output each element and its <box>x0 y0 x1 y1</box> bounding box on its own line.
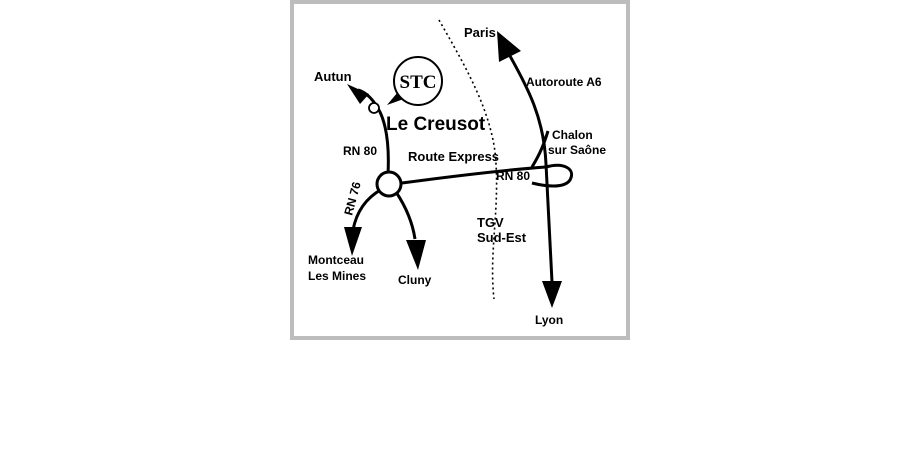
route-express-road <box>401 165 547 185</box>
chalon-label-line1: Chalon <box>552 128 593 142</box>
stc-logo: STC <box>387 56 443 106</box>
lyon-label: Lyon <box>535 313 563 327</box>
autoroute-a6-road <box>504 48 554 283</box>
chalon-connector <box>530 130 550 168</box>
logo-text: STC <box>400 72 437 93</box>
town-marker <box>368 102 380 114</box>
cluny-road <box>394 191 417 240</box>
interchange-loop <box>531 163 573 188</box>
roundabout <box>375 170 403 198</box>
paris-label: Paris <box>464 25 496 40</box>
autun-label: Autun <box>314 69 352 84</box>
route-map: STC Autun Le Creusot Paris Autoroute A6 … <box>308 19 606 327</box>
town-label: Le Creusot <box>386 114 486 135</box>
lyon-arrow <box>542 281 562 308</box>
paris-arrow <box>497 31 521 62</box>
montceau-arrow <box>344 227 362 256</box>
tgv-label-line1: TGV <box>477 215 504 230</box>
cluny-label: Cluny <box>398 273 432 287</box>
map-frame: STC Autun Le Creusot Paris Autoroute A6 … <box>290 0 630 340</box>
autoroute-label: Autoroute A6 <box>526 75 602 89</box>
rn80-east-label: RN 80 <box>496 169 530 183</box>
autun-arrow <box>347 84 369 104</box>
cluny-arrow <box>406 240 426 270</box>
route-express-label: Route Express <box>408 149 499 164</box>
chalon-label-line2: sur Saône <box>548 143 606 157</box>
montceau-label-line2: Les Mines <box>308 269 366 283</box>
rn76-road <box>351 187 383 231</box>
rn80-north-label: RN 80 <box>343 144 377 158</box>
tgv-rail-line <box>438 19 498 300</box>
montceau-label-line1: Montceau <box>308 253 364 267</box>
tgv-label-line2: Sud-Est <box>477 230 527 245</box>
